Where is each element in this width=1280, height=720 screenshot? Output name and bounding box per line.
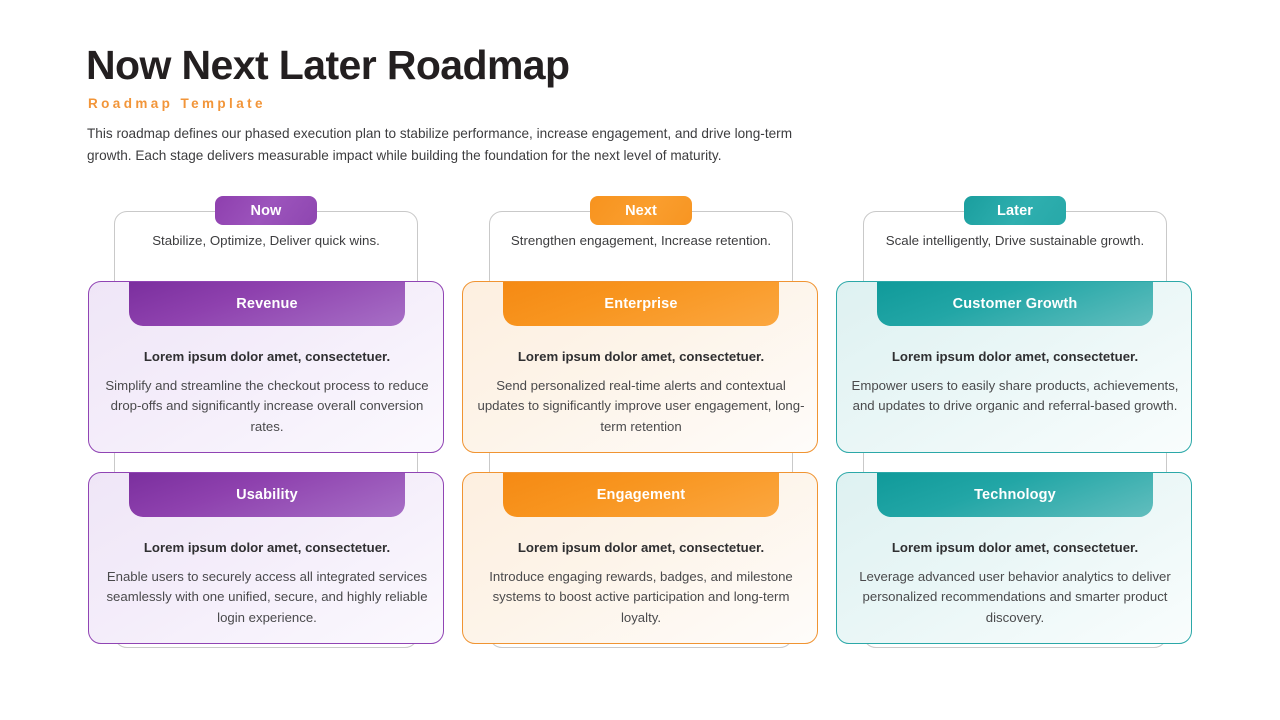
card-header-technology: Technology: [877, 473, 1153, 517]
stage-caption-next: Strengthen engagement, Increase retentio…: [510, 233, 772, 248]
stage-pill-later[interactable]: Later: [964, 196, 1066, 225]
feature-card-engagement[interactable]: Engagement Lorem ipsum dolor amet, conse…: [462, 472, 818, 644]
card-lead-engagement: Lorem ipsum dolor amet, consectetuer.: [517, 540, 765, 555]
card-body-enterprise: Send personalized real-time alerts and c…: [477, 378, 805, 434]
feature-card-technology[interactable]: Technology Lorem ipsum dolor amet, conse…: [836, 472, 1192, 644]
stage-pill-next[interactable]: Next: [590, 196, 692, 225]
page-subtitle: Roadmap Template: [88, 96, 266, 111]
card-lead-technology: Lorem ipsum dolor amet, consectetuer.: [891, 540, 1139, 555]
card-body-customer-growth: Empower users to easily share products, …: [851, 378, 1179, 414]
card-body-technology: Leverage advanced user behavior analytic…: [859, 569, 1171, 625]
page-description: This roadmap defines our phased executio…: [87, 126, 793, 163]
feature-card-customer-growth[interactable]: Customer Growth Lorem ipsum dolor amet, …: [836, 281, 1192, 453]
card-body-usability: Enable users to securely access all inte…: [106, 569, 428, 625]
feature-card-usability[interactable]: Usability Lorem ipsum dolor amet, consec…: [88, 472, 444, 644]
card-header-enterprise: Enterprise: [503, 282, 779, 326]
card-lead-enterprise: Lorem ipsum dolor amet, consectetuer.: [517, 349, 765, 364]
stage-caption-now: Stabilize, Optimize, Deliver quick wins.: [152, 233, 380, 248]
card-lead-customer-growth: Lorem ipsum dolor amet, consectetuer.: [891, 349, 1139, 364]
card-lead-usability: Lorem ipsum dolor amet, consectetuer.: [143, 540, 391, 555]
card-header-usability: Usability: [129, 473, 405, 517]
card-header-customer-growth: Customer Growth: [877, 282, 1153, 326]
stage-caption-later: Scale intelligently, Drive sustainable g…: [885, 233, 1145, 248]
card-body-engagement: Introduce engaging rewards, badges, and …: [489, 569, 793, 625]
card-body-revenue: Simplify and streamline the checkout pro…: [105, 378, 429, 434]
card-header-revenue: Revenue: [129, 282, 405, 326]
feature-card-revenue[interactable]: Revenue Lorem ipsum dolor amet, consecte…: [88, 281, 444, 453]
feature-card-enterprise[interactable]: Enterprise Lorem ipsum dolor amet, conse…: [462, 281, 818, 453]
page-title: Now Next Later Roadmap: [86, 42, 570, 88]
card-header-engagement: Engagement: [503, 473, 779, 517]
stage-pill-now[interactable]: Now: [215, 196, 317, 225]
card-lead-revenue: Lorem ipsum dolor amet, consectetuer.: [143, 349, 391, 364]
